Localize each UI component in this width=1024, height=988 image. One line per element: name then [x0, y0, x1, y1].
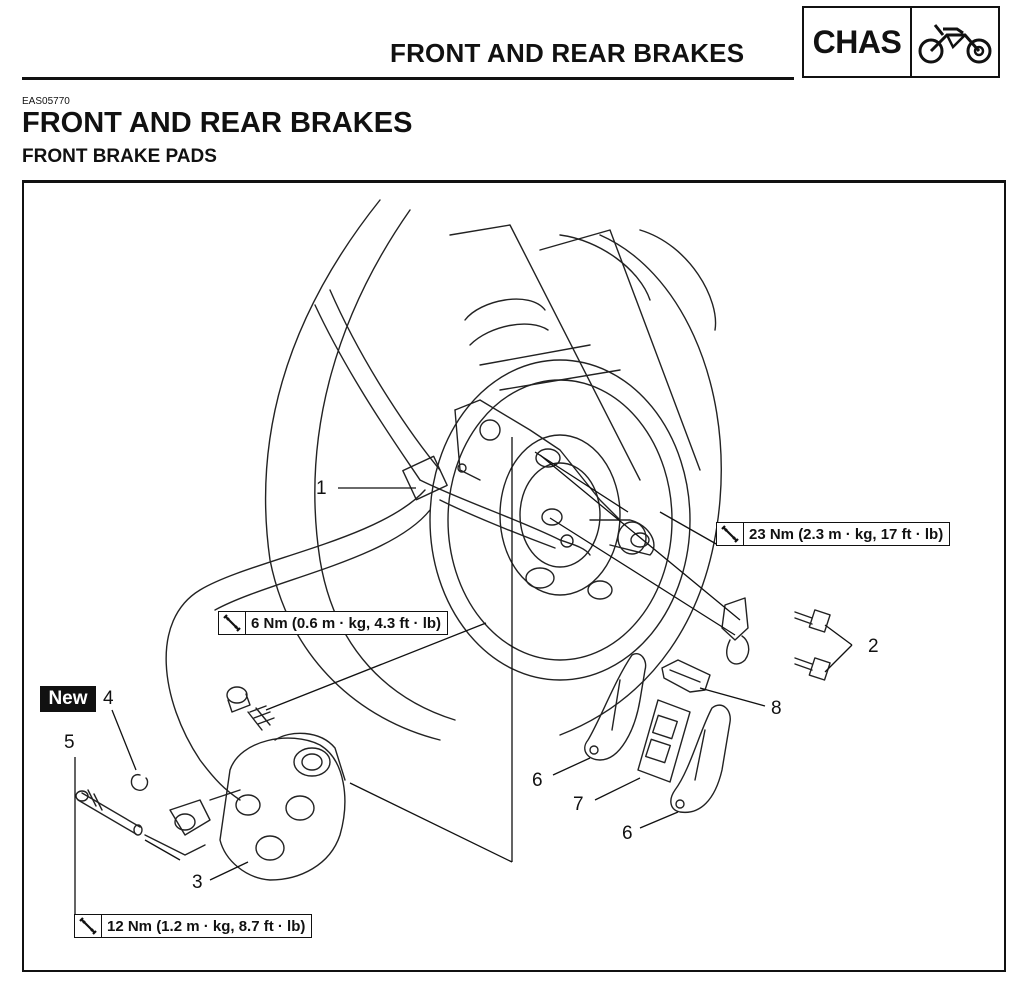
torque-value: 6 Nm (0.6 m · kg, 4.3 ft · lb) [251, 614, 442, 632]
section-tag-label: CHAS [804, 8, 912, 76]
bleed-valve [226, 686, 275, 731]
torque-spec-12nm: 12 Nm (1.2 m · kg, 8.7 ft · lb) [74, 914, 313, 938]
document-title: FRONT AND REAR BRAKES [22, 107, 413, 139]
pad-pin [75, 789, 143, 836]
document-subtitle: FRONT BRAKE PADS [22, 146, 217, 167]
brake-pad-outer [670, 704, 731, 814]
brake-pad-inner [584, 653, 647, 761]
brake-hose [165, 289, 591, 801]
fork-tube [449, 224, 701, 481]
callout-6-lower: 6 [622, 823, 633, 844]
caliper-bolts [794, 609, 831, 681]
callout-3: 3 [192, 872, 203, 893]
callout-4: 4 [103, 688, 114, 709]
header-title: FRONT AND REAR BRAKES [390, 38, 745, 68]
retaining-clip [130, 774, 149, 791]
callout-2: 2 [868, 636, 879, 657]
tire-outline [264, 199, 722, 741]
callout-1: 1 [316, 478, 327, 499]
torque-value: 23 Nm (2.3 m · kg, 17 ft · lb) [749, 525, 944, 543]
brake-caliper [144, 732, 346, 881]
pad-spring [661, 659, 711, 693]
document-code: EAS05770 [22, 96, 70, 107]
torque-value: 12 Nm (1.2 m · kg, 8.7 ft · lb) [107, 917, 306, 935]
wrench-icon [717, 523, 744, 545]
caliper-bracket [454, 399, 655, 556]
wrench-icon [75, 915, 102, 937]
pad-shim [637, 699, 691, 783]
callout-5: 5 [64, 732, 75, 753]
motorcycle-icon [912, 8, 998, 76]
callout-6-upper: 6 [532, 770, 543, 791]
callout-7: 7 [573, 794, 584, 815]
wrench-icon [219, 612, 246, 634]
hanger-tab [721, 597, 750, 665]
diagram-frame [22, 180, 1006, 972]
brake-disc [429, 359, 691, 681]
frame-top-rule [22, 180, 1006, 183]
torque-spec-6nm: 6 Nm (0.6 m · kg, 4.3 ft · lb) [218, 611, 449, 635]
new-badge: New [40, 686, 96, 712]
header-rule [22, 77, 794, 80]
section-tag: CHAS [802, 6, 1000, 78]
torque-spec-23nm: 23 Nm (2.3 m · kg, 17 ft · lb) [716, 522, 951, 546]
callout-8: 8 [771, 698, 782, 719]
